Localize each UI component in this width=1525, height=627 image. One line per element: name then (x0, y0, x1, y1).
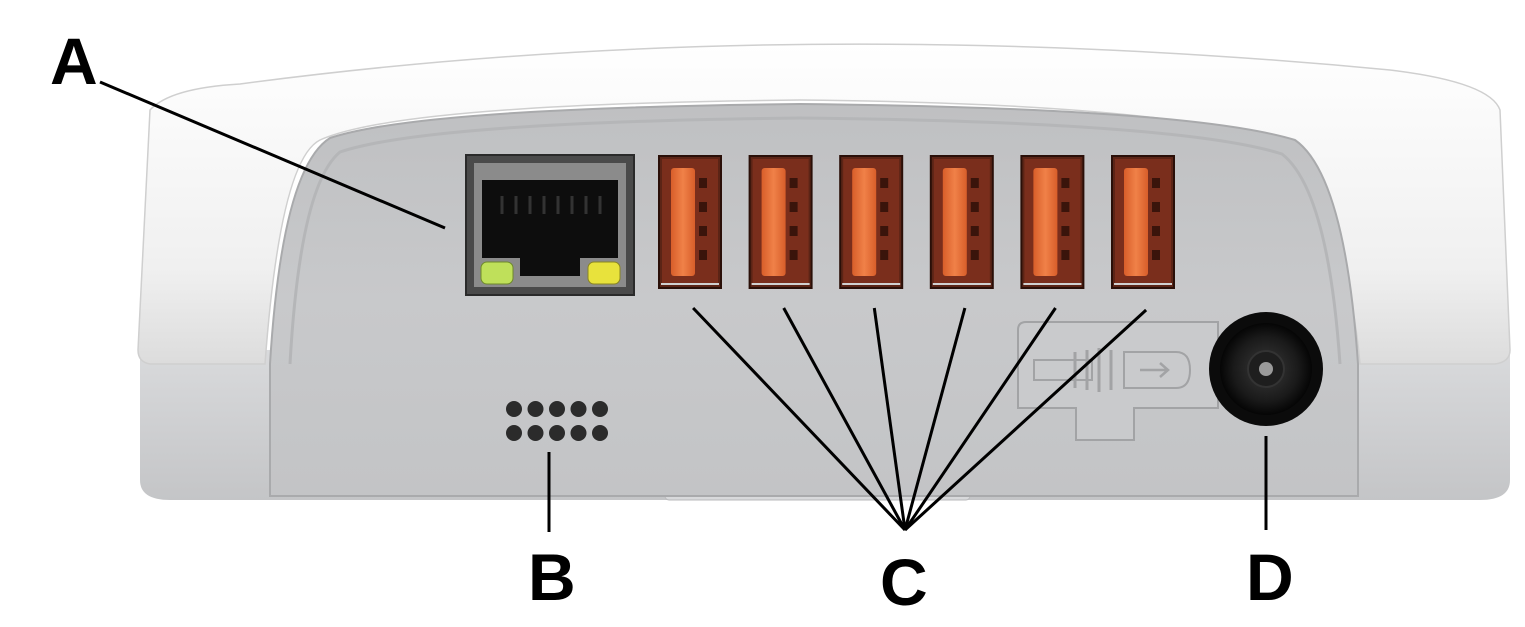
link-led-green (480, 261, 514, 285)
grille-hole (506, 401, 522, 417)
usb-port-4 (929, 155, 994, 289)
grille-hole (592, 401, 608, 417)
speaker-grille (506, 401, 608, 441)
callout-line-c-1 (692, 306, 907, 532)
label-b: B (528, 540, 576, 614)
grille-hole (506, 425, 522, 441)
slide-rail (1033, 359, 1093, 381)
usb-port-2 (748, 155, 813, 289)
port-panel (269, 102, 1359, 497)
grille-hole (549, 425, 565, 441)
grille-hole (549, 401, 565, 417)
label-c: C (880, 545, 928, 619)
usb-port-3 (839, 155, 904, 289)
callout-line-c-4 (903, 307, 967, 531)
activity-led-yellow (587, 261, 621, 285)
power-jack (1209, 312, 1323, 426)
grille-hole (570, 425, 587, 441)
callout-line-c-2 (782, 307, 907, 531)
label-a: A (50, 24, 98, 98)
callout-line-c-3 (872, 307, 907, 531)
grille-hole (527, 401, 544, 417)
callout-line-c-5 (903, 307, 1057, 531)
callout-line-c-6 (903, 308, 1148, 532)
usb-port-5 (1020, 155, 1085, 289)
callout-labels: A B C D (50, 24, 1294, 619)
callout-lines (99, 80, 1268, 532)
slide-cover (1017, 321, 1219, 441)
callout-line-a (99, 80, 446, 230)
callout-lines-c (692, 306, 1148, 532)
slide-arrow-icon (1123, 351, 1192, 389)
ethernet-contacts (500, 196, 602, 214)
ethernet-port (465, 154, 635, 296)
device-body (137, 43, 1511, 501)
usb-port-6 (1111, 155, 1175, 289)
panel-rim (288, 116, 1342, 365)
usb-port-1 (658, 155, 722, 289)
grille-hole (592, 425, 608, 441)
grille-hole (570, 401, 587, 417)
usb-ports (658, 155, 1175, 289)
grille-hole (527, 425, 544, 441)
label-d: D (1246, 540, 1294, 614)
